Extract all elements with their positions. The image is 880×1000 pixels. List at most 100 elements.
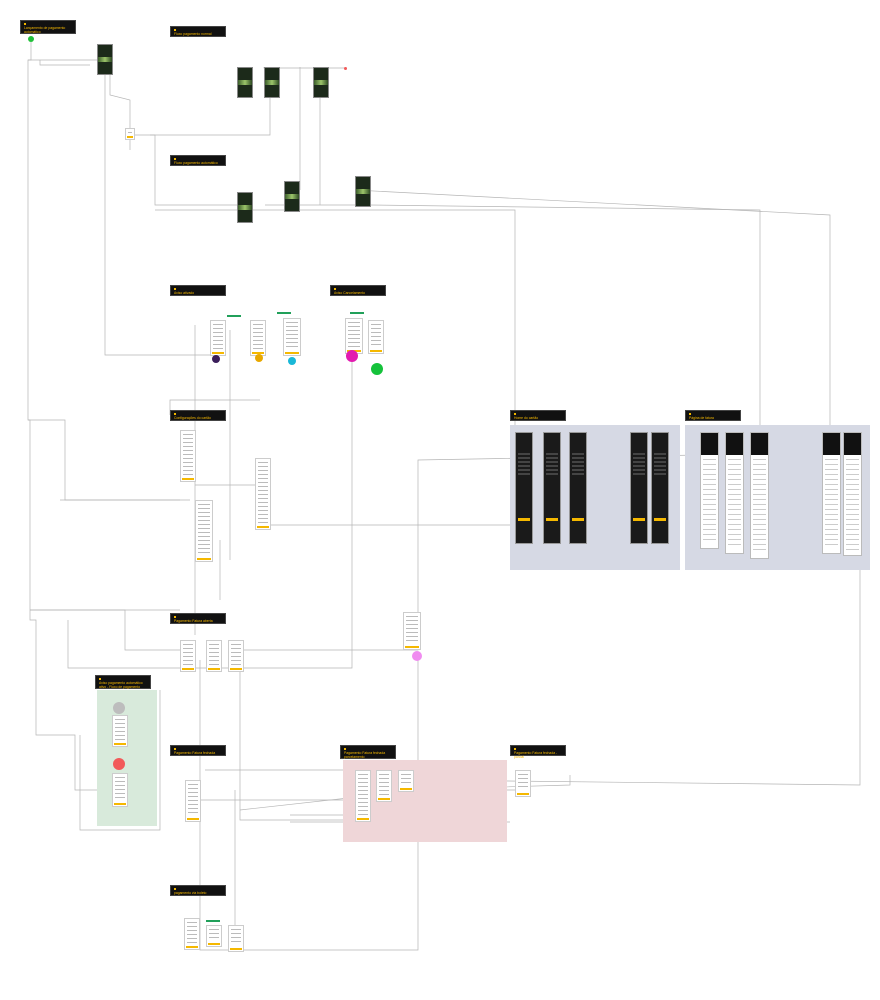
screen-thumbnail[interactable] [237,192,253,223]
flow-node-red[interactable] [343,66,347,70]
section-title-text: Aviso ativado [174,291,195,295]
connector-line [354,189,831,432]
section-title: Página de fatura [685,410,741,421]
wireframe-screen[interactable] [228,640,244,672]
flow-node-green[interactable] [371,363,383,375]
flow-node-magenta[interactable] [346,350,358,362]
screen-thumbnail[interactable] [313,67,329,98]
section-title-text: Pagamento Fatura aberta [174,619,213,623]
wireframe-screen[interactable] [210,320,226,356]
section-title: Aviso pagamento automático ativo - Fluxo… [95,675,151,689]
status-tag [277,312,291,314]
section-title: Configurações do cartão [170,410,226,421]
section-title-text: Pagamento Fatura fechada [174,751,216,755]
wireframe-screen[interactable] [403,612,421,650]
wireframe-screen[interactable] [355,770,371,822]
section-title: Aviso Cancelamento [330,285,386,296]
fatura-screen[interactable] [822,432,841,554]
section-title-text: Aviso Cancelamento [334,291,366,295]
section-title: Fluxo pagamento normal [170,26,226,37]
wireframe-screen[interactable] [180,430,196,482]
flow-node-cyan[interactable] [288,357,296,365]
wireframe-screen[interactable] [180,640,196,672]
screen-thumbnail[interactable] [97,44,113,75]
title-marker-icon [334,288,336,290]
section-title-text: Pagamento Fatura fechada - parcial [514,751,558,759]
title-marker-icon [99,678,101,680]
section-title-text: Aviso pagamento automático ativo - Fluxo… [99,681,143,689]
wireframe-screen[interactable] [376,770,392,802]
section-title-text: Fluxo pagamento automático [174,161,218,165]
status-tag [350,312,364,314]
section-title-text: Fluxo pagamento normal [174,32,212,36]
status-tag [227,315,241,317]
wireframe-screen[interactable] [255,458,271,530]
connector-line [79,690,161,831]
screen-thumbnail[interactable] [355,176,371,207]
home-cartao-screen[interactable] [543,432,561,544]
section-title: Fluxo pagamento automático [170,155,226,166]
title-marker-icon [174,288,176,290]
wireframe-screen[interactable] [283,318,301,356]
section-title-text: Pagamento Fatura fechada parcelamento [344,751,386,759]
section-title-text: Página de fatura [689,416,714,420]
wireframe-screen[interactable] [345,318,363,354]
flow-node-red[interactable] [113,758,125,770]
fatura-screen[interactable] [700,432,719,549]
fatura-screen[interactable] [750,432,769,559]
home-cartao-screen[interactable] [569,432,587,544]
wireframe-screen[interactable] [368,320,384,354]
home-cartao-screen[interactable] [630,432,648,544]
home-cartao-screen[interactable] [515,432,533,544]
flow-node-pink[interactable] [412,651,422,661]
section-title: pagamento via boleto [170,885,226,896]
flow-node-start[interactable] [28,36,34,42]
screen-thumbnail[interactable] [284,181,300,212]
title-marker-icon [689,413,691,415]
flow-node-orange[interactable] [255,354,263,362]
section-title: Aviso ativado [170,285,226,296]
connector-line [130,134,237,206]
wireframe-screen[interactable] [250,320,266,356]
screen-thumbnail[interactable] [264,67,280,98]
title-marker-icon [174,748,176,750]
title-marker-icon [24,23,26,25]
title-marker-icon [174,888,176,890]
title-marker-icon [344,748,346,750]
wireframe-screen[interactable] [515,770,531,797]
connector-line [28,419,180,501]
wireframe-screen[interactable] [206,925,222,947]
wireframe-screen[interactable] [184,918,200,950]
wireframe-screen[interactable] [398,770,414,792]
connector-line [39,60,90,66]
wireframe-screen[interactable] [125,128,135,140]
connector-line [104,75,210,356]
title-marker-icon [174,413,176,415]
flow-node-gray[interactable] [113,702,125,714]
title-marker-icon [174,158,176,160]
section-title: Pagamento Fatura fechada - parcial [510,745,566,759]
section-title: Pagamento Fatura fechada [170,745,226,756]
title-marker-icon [174,29,176,31]
wireframe-screen[interactable] [112,773,128,807]
fatura-screen[interactable] [725,432,744,554]
wireframe-screen[interactable] [206,640,222,672]
fatura-screen[interactable] [843,432,862,556]
wireframe-screen[interactable] [228,925,244,952]
flow-node-purple[interactable] [212,355,220,363]
connector-line [239,660,345,821]
connector-line [155,209,516,455]
wireframe-screen[interactable] [195,500,213,562]
section-title-text: Home do cartão [514,416,539,420]
home-cartao-screen[interactable] [651,432,669,544]
section-title: Pagamento Fatura aberta [170,613,226,624]
connector-line [109,60,131,150]
section-title: Lançamento de pagamento automático [20,20,76,34]
title-marker-icon [514,413,516,415]
screen-thumbnail[interactable] [237,67,253,98]
wireframe-screen[interactable] [112,715,128,747]
wireframe-screen[interactable] [185,780,201,822]
section-title: Home do cartão [510,410,566,421]
title-marker-icon [174,616,176,618]
section-title-text: Lançamento de pagamento automático [24,26,66,34]
